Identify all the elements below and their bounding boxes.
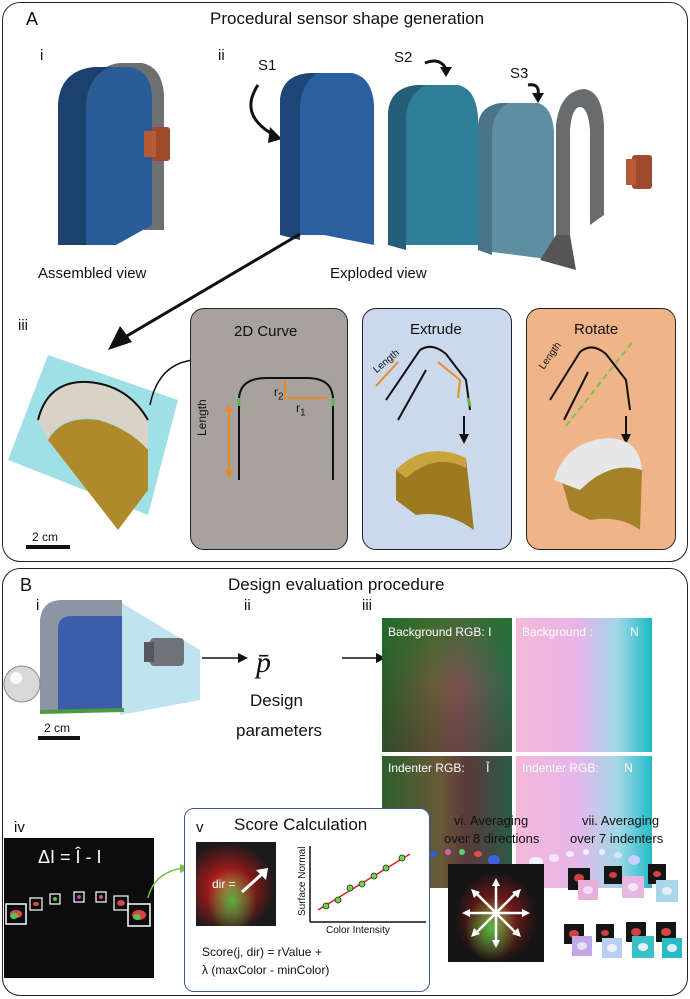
sensor-cross-section (3, 600, 200, 715)
score-formula-line2: λ (maxColor - minColor) (202, 963, 330, 977)
panel-a-sub-ii: ii (218, 47, 225, 64)
rotate-title: Rotate (574, 321, 619, 338)
panel-b-scale-bar (38, 736, 80, 740)
delta-indenter-boxes (5, 891, 151, 927)
panel-a-scale-bar (26, 545, 70, 549)
eight-directions-arrows (462, 878, 530, 948)
dir-arrow (240, 868, 268, 894)
sub-vii-line2: over 7 indenters (570, 831, 664, 846)
s3-label: S3 (510, 65, 529, 82)
dir-image-green (196, 842, 276, 926)
panel-a-sub-i: i (40, 47, 44, 64)
sub-vi-line2: over 8 directions (444, 831, 540, 846)
cross-section-illustration (8, 355, 178, 530)
panel-b-sub-i: i (36, 597, 40, 614)
axis-x-label: Color Intensity (326, 925, 390, 936)
exploded-sensor-illustration (249, 59, 652, 270)
curve-2d-title: 2D Curve (234, 323, 298, 340)
seven-indenters-grid (564, 864, 682, 958)
score-scatter-plot (309, 846, 426, 923)
panel-b-sub-v: v (196, 819, 204, 836)
panel-a-label: A (26, 9, 39, 29)
delta-image (4, 838, 154, 978)
arrow-i-ii (202, 653, 248, 663)
design-params-line1: Design (250, 691, 303, 710)
delta-equation: ΔI = Î - I (38, 847, 102, 867)
s1-label: S1 (258, 57, 277, 74)
extrude-title: Extrude (410, 321, 462, 338)
s2-label: S2 (394, 49, 413, 66)
sub-vii-line1: vii. Averaging (582, 813, 660, 828)
curve-2d-box (190, 308, 348, 550)
curve-r1-label: r1 (296, 401, 306, 419)
exploded-view-label: Exploded view (330, 265, 427, 282)
panel-a-title: Procedural sensor shape generation (210, 9, 485, 28)
curve-length-label: Length (195, 399, 209, 436)
rotate-diagram (549, 339, 642, 530)
dir-label: dir = (212, 877, 236, 891)
sub-vi-line1: vi. Averaging (454, 813, 529, 828)
assembled-view-label: Assembled view (38, 265, 147, 282)
assembled-sensor-illustration (58, 63, 170, 245)
bg-rgb-label: Background RGB: I (388, 625, 492, 639)
score-formula-line1: Score(j, dir) = rValue + (202, 945, 322, 959)
extrude-diagram (375, 345, 474, 530)
bg-rgb-image-shade (382, 618, 512, 752)
curve-r2-label: r2 (274, 385, 284, 403)
indenter-normal-label: Indenter RGB: N (522, 761, 633, 775)
bg-normal-image (516, 618, 652, 752)
pointer-arrow (108, 232, 301, 350)
panel-b-label: B (20, 575, 33, 595)
bg-normal-label: Background : N (522, 625, 639, 639)
p-bar-symbol: p̄ (256, 646, 271, 679)
axis-y-label: Surface Normal (297, 846, 308, 916)
panel-a-scale-label: 2 cm (32, 530, 59, 544)
panel-b-sub-iv: iv (14, 819, 25, 836)
arrow-ii-iii (342, 653, 386, 663)
panel-b-sub-ii: ii (244, 597, 251, 614)
design-params-line2: parameters (236, 721, 322, 740)
score-title: Score Calculation (234, 815, 368, 834)
panel-b-sub-iii: iii (362, 597, 372, 614)
panel-a-sub-iii: iii (18, 317, 28, 334)
indenter-rgb-label: Indenter RGB: Î (388, 761, 490, 775)
panel-b-scale-label: 2 cm (44, 721, 71, 735)
curve-2d-diagram (225, 377, 335, 480)
panel-b-title: Design evaluation procedure (228, 575, 445, 594)
